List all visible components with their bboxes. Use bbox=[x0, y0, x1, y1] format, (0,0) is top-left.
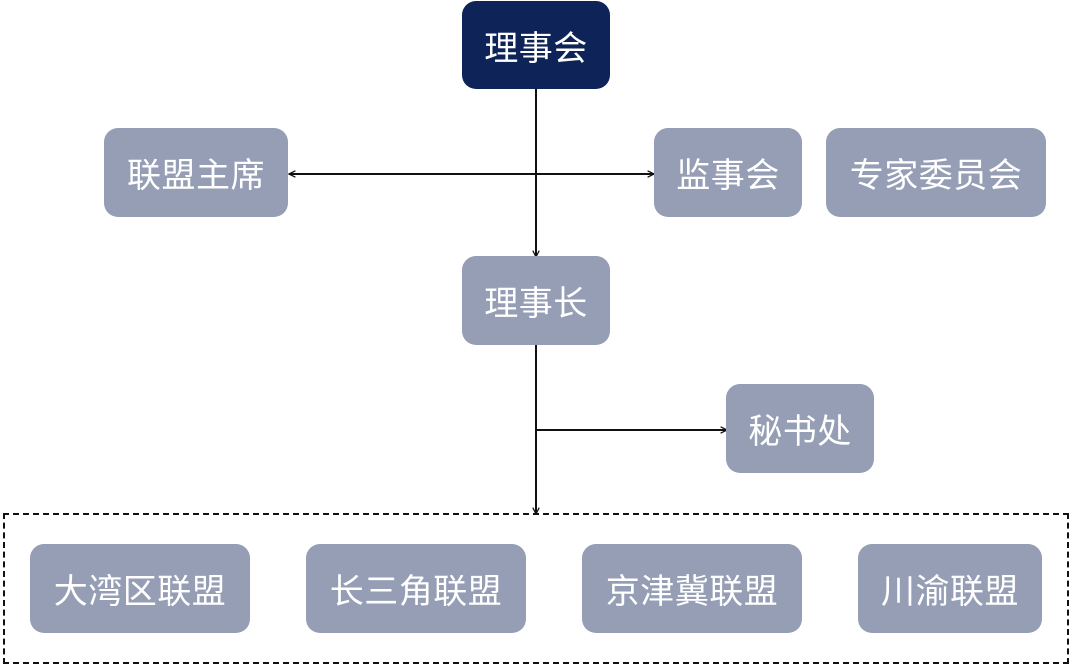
yangtze-delta-alliance-node: 长三角联盟 bbox=[306, 544, 526, 633]
board-of-directors-node: 理事会 bbox=[462, 1, 610, 89]
expert-committee-node: 专家委员会 bbox=[826, 128, 1046, 217]
supervisory-board-node: 监事会 bbox=[654, 128, 802, 217]
bay-area-alliance-node: 大湾区联盟 bbox=[30, 544, 250, 633]
regional-alliances-group bbox=[3, 513, 1069, 664]
alliance-chair-node: 联盟主席 bbox=[104, 128, 288, 217]
chairman-node: 理事长 bbox=[462, 256, 610, 345]
secretariat-node: 秘书处 bbox=[726, 384, 874, 473]
chuanyu-alliance-node: 川渝联盟 bbox=[858, 544, 1042, 633]
jingjinji-alliance-node: 京津冀联盟 bbox=[582, 544, 802, 633]
